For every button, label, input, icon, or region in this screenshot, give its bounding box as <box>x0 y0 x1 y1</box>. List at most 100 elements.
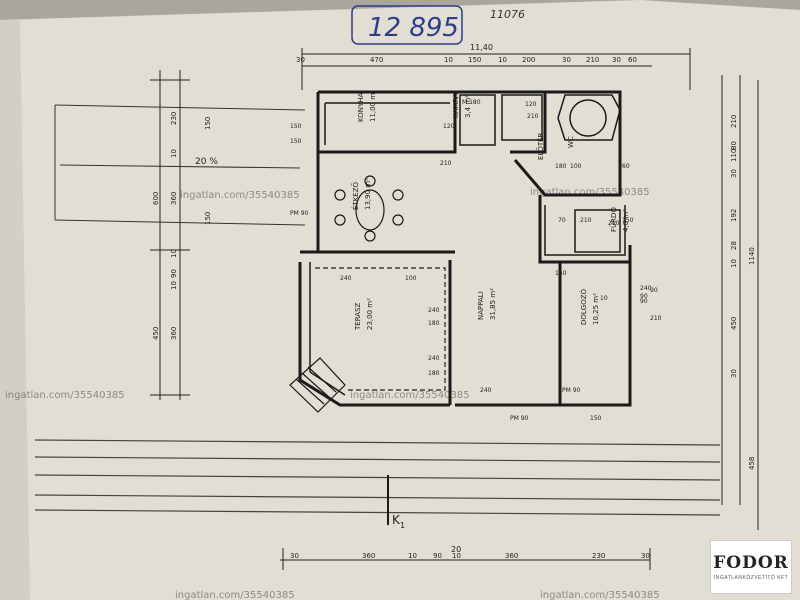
dim-left-label: 10 <box>170 149 178 158</box>
room-area: 4,0 m² <box>622 209 630 232</box>
ground-lines <box>34 439 721 516</box>
dim-misc-label: 150 <box>290 123 302 130</box>
dim-bottom-label: 30 <box>290 552 299 560</box>
dim-left-label: 230 <box>170 112 178 125</box>
right-dimension-lines <box>721 75 759 530</box>
dim-misc-label: 90 <box>640 298 648 305</box>
dim-right-label: 30 <box>730 369 738 378</box>
dim-bottom-label: 30 <box>641 552 650 560</box>
watermark: ingatlan.com/35540385 <box>530 187 650 198</box>
dining-table <box>334 175 404 242</box>
paper-shadow <box>0 20 30 600</box>
watermark: ingatlan.com/35540385 <box>540 590 660 600</box>
dim-misc-label: 180 <box>428 320 440 327</box>
dim-top-label: 60 <box>628 56 637 64</box>
dim-left-label: 360 <box>170 192 178 205</box>
dim-top-total: 11,40 <box>470 43 493 52</box>
dim-misc-label: 210 <box>580 217 592 224</box>
watermark: ingatlan.com/35540385 <box>180 190 300 201</box>
ref-note: 11076 <box>490 8 525 21</box>
room-area: 3,4 m² <box>464 95 472 118</box>
dim-right-label: 1140 <box>748 247 756 265</box>
room-area: 23,00 m² <box>366 298 374 330</box>
dim-bottom-label: 230 <box>592 552 605 560</box>
dim-right-label: 110 <box>730 149 738 162</box>
building-inner-walls <box>309 94 626 396</box>
dim-misc-label: 150 <box>590 415 602 422</box>
dim-misc-label: 240 <box>640 285 652 292</box>
dim-misc-label: 100 <box>570 163 582 170</box>
top-dimension-chain <box>301 48 691 90</box>
logo-subtitle: INGATLANKÖZVETÍTŐ KFT <box>713 575 789 581</box>
dim-misc-label: 70 <box>558 217 566 224</box>
dim-misc-label: PM 90 <box>290 210 309 217</box>
dim-top-label: 10 <box>498 56 507 64</box>
dim-left-label: 150 <box>204 212 212 225</box>
dim-bottom-label: 90 <box>433 552 442 560</box>
dim-right-label: 450 <box>730 317 738 330</box>
dim-top-label: 30 <box>562 56 571 64</box>
dim-right-label: 28 <box>730 241 738 250</box>
dim-misc-label: M 180 <box>462 99 481 106</box>
room-name: ÉTKEZŐ <box>351 181 360 210</box>
section-marker: K <box>392 513 401 527</box>
watermark: ingatlan.com/35540385 <box>175 590 295 600</box>
building-walls <box>298 90 632 407</box>
dim-top-label: 30 <box>296 56 305 64</box>
dim-misc-label: 120 <box>443 123 455 130</box>
dim-right-label: 80 <box>730 141 738 150</box>
dim-misc-label: 120 <box>525 101 537 108</box>
dim-bottom-label: 360 <box>362 552 375 560</box>
dim-misc-label: 150 <box>555 270 567 277</box>
dim-top-label: 210 <box>586 56 599 64</box>
dim-misc-label: 10 <box>600 295 608 302</box>
room-name: KONYHA <box>357 93 365 122</box>
terrace-stairs <box>289 357 346 413</box>
dim-left-label: 10 <box>170 249 178 258</box>
room-area: 13,90 m² <box>364 178 372 210</box>
left-dimension-lines <box>150 70 190 400</box>
dim-right-label: 10 <box>730 259 738 268</box>
dim-right-label: 30 <box>730 169 738 178</box>
dim-misc-label: PM 90 <box>562 387 581 394</box>
room-name: WC <box>567 136 575 148</box>
dim-bottom-total: 20 <box>451 545 461 554</box>
dim-left-label: 150 <box>204 117 212 130</box>
dim-misc-label: 180 <box>555 163 567 170</box>
agency-logo: FODOR INGATLANKÖZVETÍTŐ KFT <box>710 540 792 594</box>
slope-label: 20 % <box>195 157 218 167</box>
dim-misc-label: 210 <box>608 220 620 227</box>
dim-misc-label: 240 <box>428 355 440 362</box>
room-name: KAMRA <box>452 93 460 118</box>
dim-bottom-label: 10 <box>408 552 417 560</box>
room-area: 31,85 m² <box>489 288 497 320</box>
dim-misc-label: 90 <box>650 287 658 294</box>
room-area: 11,00 m² <box>369 90 377 122</box>
dim-bottom-label: 360 <box>505 552 518 560</box>
dim-misc-label: 240 <box>428 307 440 314</box>
dim-left-label: 360 <box>170 327 178 340</box>
watermarks: ingatlan.com/35540385 ingatlan.com/355403… <box>5 187 660 600</box>
dim-misc-label: 150 <box>622 217 634 224</box>
logo-name: FODOR <box>713 553 789 573</box>
ref-number-box <box>351 5 463 45</box>
dim-right-label: 458 <box>748 457 756 470</box>
dim-misc-label: 210 <box>527 113 539 120</box>
dim-misc-label: 240 <box>340 275 352 282</box>
dim-top-label: 470 <box>370 56 383 64</box>
dim-left-label: 10 <box>170 281 178 290</box>
room-name: NAPPALI <box>477 291 485 320</box>
room-area: 10,25 m² <box>592 293 600 325</box>
dim-top-label: 200 <box>522 56 535 64</box>
room-name: ELŐTÉR <box>536 132 545 160</box>
dim-misc-label: 240 <box>480 387 492 394</box>
dim-misc-label: 210 <box>440 160 452 167</box>
